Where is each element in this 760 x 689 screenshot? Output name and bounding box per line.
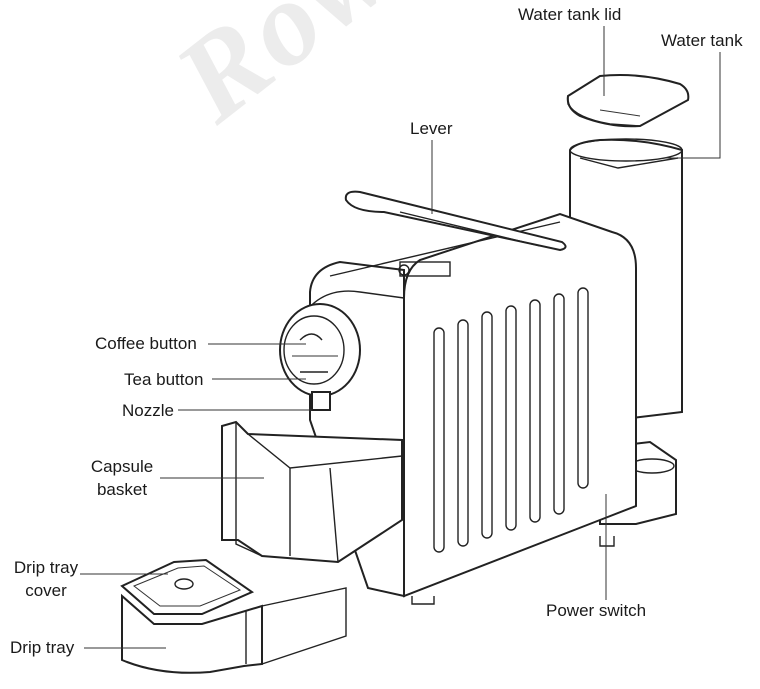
vent-slots bbox=[433, 287, 589, 553]
feet bbox=[411, 536, 615, 605]
label-drip-tray-cover: Drip tray cover bbox=[4, 556, 88, 602]
leader-lines bbox=[80, 26, 721, 649]
nozzle bbox=[311, 391, 331, 411]
lever bbox=[344, 190, 567, 252]
drip-tray-cover bbox=[120, 558, 255, 615]
label-capsule-basket-line1: Capsule bbox=[90, 457, 154, 476]
label-drip-tray-cover-line2: cover bbox=[25, 581, 67, 600]
label-tea-button: Tea button bbox=[124, 370, 204, 389]
capsule-basket bbox=[221, 420, 403, 564]
label-water-tank-lid: Water tank lid bbox=[518, 5, 622, 24]
label-coffee-button: Coffee button bbox=[95, 334, 197, 353]
label-lever: Lever bbox=[410, 119, 453, 138]
label-nozzle: Nozzle bbox=[122, 401, 174, 420]
label-capsule-basket-line2: basket bbox=[96, 480, 148, 499]
water-tank-lid bbox=[566, 74, 690, 128]
label-drip-tray-cover-line1: Drip tray bbox=[13, 558, 79, 577]
drip-tray bbox=[121, 587, 347, 674]
label-power-switch: Power switch bbox=[546, 601, 647, 620]
button-head bbox=[279, 303, 361, 397]
label-capsule-basket: Capsule basket bbox=[84, 455, 160, 501]
label-drip-tray: Drip tray bbox=[10, 638, 75, 657]
label-water-tank: Water tank bbox=[661, 31, 743, 50]
top-panel bbox=[398, 261, 451, 277]
